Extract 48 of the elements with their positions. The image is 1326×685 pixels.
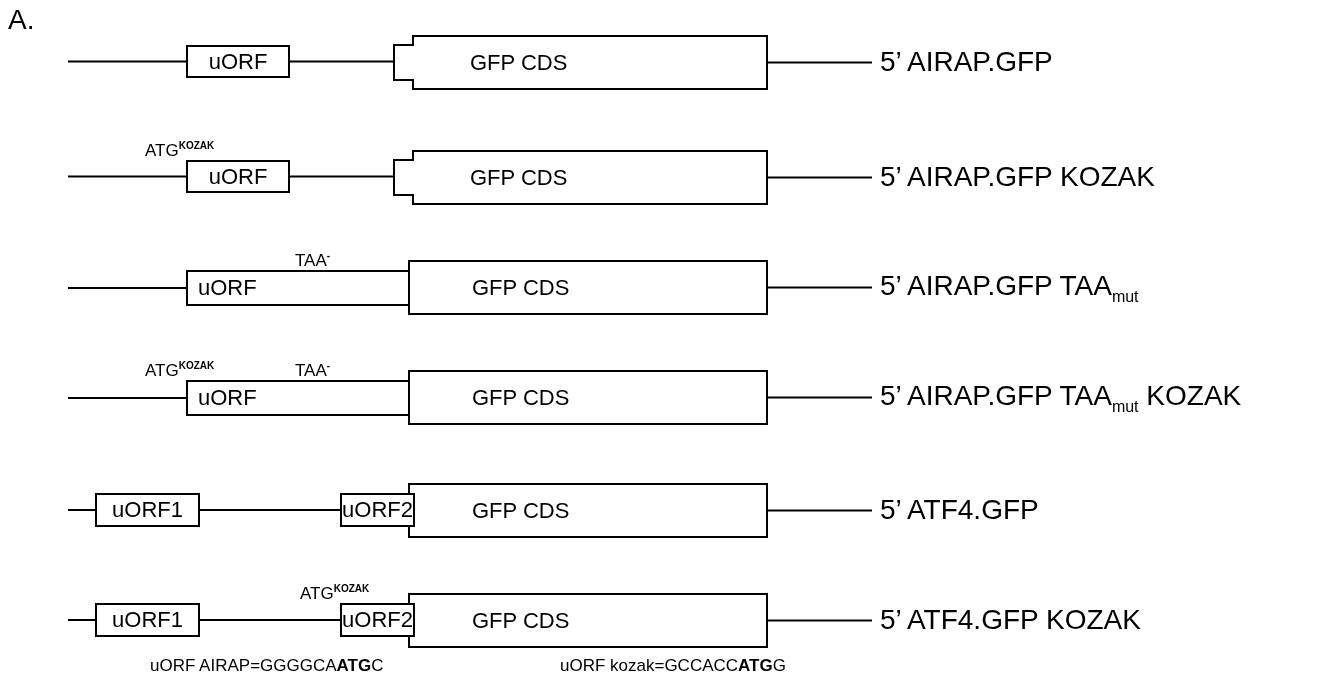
cds-box <box>393 35 768 90</box>
uorf-box <box>186 380 408 416</box>
construct-name: 5’ ATF4.GFP <box>880 494 1039 526</box>
site-annotation: ATG$^{KOZAK}$ <box>300 583 370 604</box>
cds-box <box>408 260 768 315</box>
region-label: uORF <box>198 275 257 301</box>
uorf-box <box>95 603 200 637</box>
region-label: GFP CDS <box>472 497 570 524</box>
region-label: uORF <box>208 48 268 75</box>
region-label: uORF <box>198 385 257 411</box>
region-label: GFP CDS <box>472 384 570 411</box>
uorf-box <box>186 270 408 306</box>
backbone-line <box>289 60 394 63</box>
region-label: GFP CDS <box>470 164 568 191</box>
site-annotation: TAA$^{-}$ <box>295 360 331 381</box>
backbone-line <box>199 509 341 511</box>
backbone-line <box>199 619 341 621</box>
backbone-line <box>767 396 873 399</box>
region-label: uORF2 <box>342 497 413 523</box>
construct-name: 5’ AIRAP.GFP KOZAK <box>880 161 1155 193</box>
site-annotation: ATG$^{KOZAK}$ <box>145 140 215 161</box>
cds-box <box>408 370 768 425</box>
construct-name: 5’ ATF4.GFP KOZAK <box>880 604 1141 636</box>
backbone-line <box>767 176 873 179</box>
uorf-box <box>186 160 290 193</box>
sequence-note: uORF AIRAP=GGGGCAATGC <box>150 656 384 676</box>
sequence-note: uORF kozak=GCCACCATGG <box>560 656 786 676</box>
region-label: uORF2 <box>342 607 413 633</box>
uorf-box <box>95 493 200 527</box>
site-annotation: ATG$^{KOZAK}$ <box>145 360 215 381</box>
region-label: GFP CDS <box>472 274 570 301</box>
region-label: GFP CDS <box>472 607 570 634</box>
construct-name: 5’ AIRAP.GFP TAA$_{mut}$ <box>880 270 1139 306</box>
backbone-line <box>767 61 873 64</box>
panel-label: A. <box>8 4 35 36</box>
region-label: uORF1 <box>112 497 183 523</box>
backbone-line <box>289 175 394 178</box>
region-label: uORF <box>208 163 268 190</box>
site-annotation: TAA$^{-}$ <box>295 250 331 271</box>
backbone-line <box>767 509 873 512</box>
cds-box <box>393 150 768 205</box>
backbone-line <box>767 619 873 622</box>
region-label: uORF1 <box>112 607 183 633</box>
region-label: GFP CDS <box>470 49 568 76</box>
construct-name: 5’ AIRAP.GFP TAA$_{mut}$ KOZAK <box>880 380 1242 416</box>
construct-name: 5’ AIRAP.GFP <box>880 46 1053 78</box>
uorf-box <box>186 45 290 78</box>
backbone-line <box>767 286 873 289</box>
